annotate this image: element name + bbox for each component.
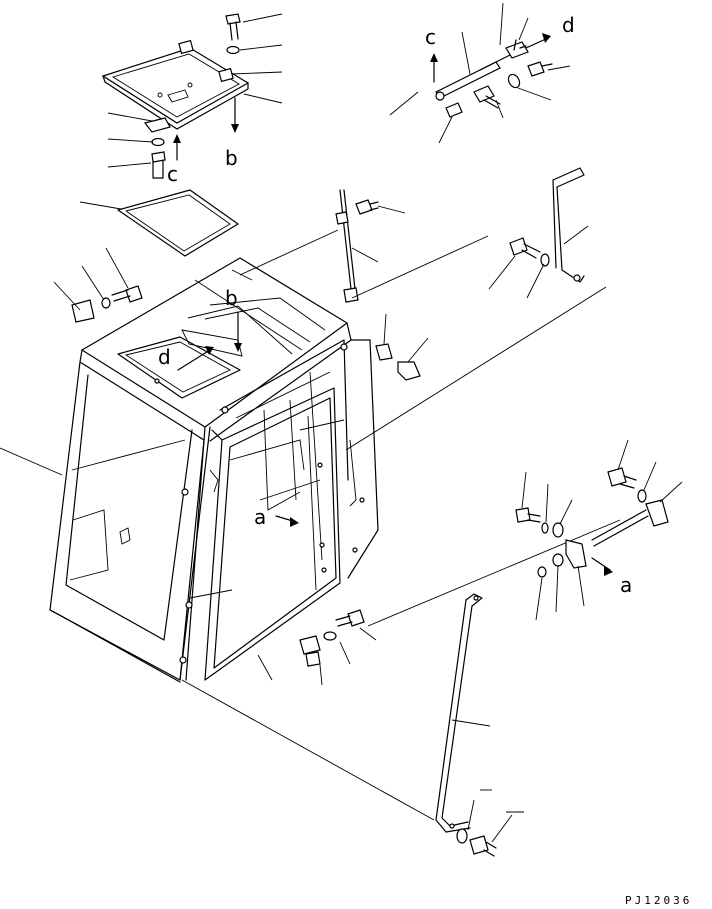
- leader-lines-stay: [389, 2, 571, 144]
- assembly-guide-lines: [0, 229, 621, 821]
- leader-lines-upper-right: [488, 225, 589, 299]
- callout-c-stay: c: [425, 25, 436, 49]
- stay-bolt: [473, 85, 501, 109]
- callout-d-stay: d: [562, 13, 575, 37]
- door-hold-rod-upper: [552, 167, 585, 283]
- callout-d-roof: d: [158, 345, 171, 369]
- gas-spring-stay: [435, 39, 529, 101]
- leader-lines-door: [257, 627, 377, 686]
- door-lower-bracket: [299, 609, 365, 667]
- washer-icon: [540, 253, 550, 267]
- leader-lines-hinge: [53, 247, 129, 311]
- door-hold-rod-lower: [435, 593, 483, 833]
- roof-hatch: [101, 39, 250, 130]
- hatch-bolt-top: [225, 13, 241, 41]
- callout-a-latch: a: [620, 573, 632, 597]
- stay-rod-bolt: [355, 199, 379, 215]
- washer-icon: [507, 73, 521, 89]
- rod-bolt: [469, 835, 497, 857]
- hatch-hinge: [143, 117, 171, 133]
- stay-pin: [445, 102, 463, 118]
- cab-frame: [49, 257, 379, 683]
- door: [204, 387, 341, 681]
- hinge-bracket-left: [71, 285, 143, 323]
- lock-knob: [375, 343, 421, 381]
- leader-lines-latch: [521, 439, 683, 621]
- washer-icon: [151, 137, 165, 147]
- leader-lines-hatch: [79, 13, 283, 210]
- callout-c-hatch: c: [167, 162, 178, 186]
- door-latch: [515, 467, 669, 578]
- stay-rod: [335, 189, 359, 303]
- callout-b-roof: b: [225, 286, 238, 310]
- stay-bolt-right: [527, 61, 553, 77]
- hatch-seal: [117, 189, 239, 257]
- washer-icon: [226, 45, 240, 55]
- drawing-code: PJ12036: [625, 894, 692, 907]
- leader-lines-rod: [451, 719, 524, 843]
- callout-a-cab: a: [254, 505, 266, 529]
- washer-icon: [456, 828, 468, 844]
- callout-b-hatch: b: [225, 146, 238, 170]
- bracket-bolt: [509, 237, 541, 259]
- hatch-bolt-bottom: [151, 151, 166, 179]
